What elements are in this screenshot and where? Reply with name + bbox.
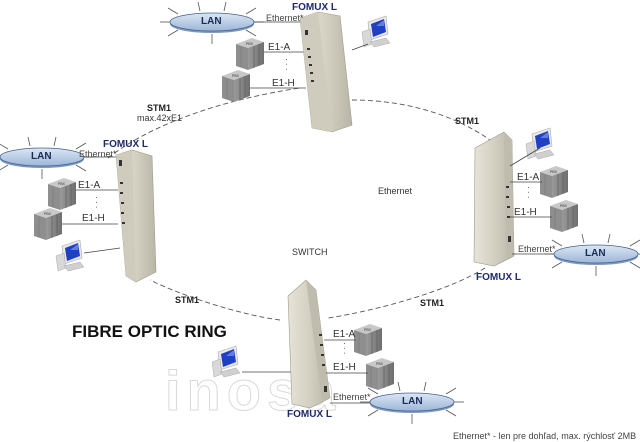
- ethernet-label-right: Ethernet*: [518, 244, 556, 254]
- ethernet-label-left: Ethernet*: [79, 149, 117, 159]
- pc-icon: [211, 345, 241, 378]
- pbx-icon: [235, 37, 265, 71]
- ring-bottom-left: [149, 279, 281, 321]
- dots-left: · · ·: [92, 196, 101, 209]
- ring-right-bottom: [327, 267, 486, 319]
- lan-label-top: LAN: [201, 16, 222, 27]
- node-bottom: [211, 279, 465, 425]
- pbx-icon: [365, 357, 395, 391]
- footnote: Ethernet* - len pre dohľad, max. rýchlos…: [453, 431, 637, 441]
- fomux-label-bottom: FOMUX L: [287, 409, 332, 420]
- ring-top-right: [351, 99, 491, 141]
- fomux-device-right: [473, 131, 515, 267]
- fomux-label-left: FOMUX L: [103, 139, 148, 150]
- fomux-label-top: FOMUX L: [292, 2, 337, 13]
- lan-label-left: LAN: [31, 151, 52, 162]
- pbx-icon: [353, 323, 383, 357]
- node-left: [0, 136, 157, 283]
- stm1-label-bottom-left: STM1: [175, 295, 200, 305]
- center-ethernet-label: Ethernet: [378, 186, 413, 196]
- e1-h-label-right: E1-H: [514, 207, 537, 218]
- ring-top-left: [107, 87, 301, 159]
- center-switch-label: SWITCH: [292, 247, 328, 257]
- stm1-label-bottom-right: STM1: [420, 298, 445, 308]
- e1-h-label-left: E1-H: [82, 213, 105, 224]
- dots-bottom: · · ·: [340, 342, 349, 355]
- pbx-icon: [33, 207, 63, 241]
- pbx-icon: [539, 165, 569, 199]
- e1-h-label-bottom: E1-H: [333, 362, 356, 373]
- pbx-icon: [221, 69, 251, 103]
- fomux-device-top: [299, 11, 353, 133]
- e1-h-label-top: E1-H: [272, 78, 295, 89]
- pc-icon: [525, 127, 555, 160]
- pc-icon: [361, 15, 391, 48]
- stm1-label-top-left: STM1: [147, 103, 172, 113]
- node-top: [159, 1, 391, 133]
- node-right: [473, 127, 640, 277]
- ethernet-label-top: Ethernet*: [266, 13, 304, 23]
- pc-icon: [55, 239, 85, 272]
- e1-a-label-left: E1-A: [78, 180, 101, 191]
- lan-label-bottom: LAN: [402, 396, 423, 407]
- e1-a-label-bottom: E1-A: [333, 329, 356, 340]
- pbx-icon: [47, 177, 77, 211]
- fomux-label-right: FOMUX L: [476, 272, 521, 283]
- dots-top: · · ·: [282, 58, 291, 71]
- pbx-icon: [549, 199, 579, 233]
- dots-right: · · ·: [524, 186, 533, 199]
- e1-a-label-top: E1-A: [268, 42, 291, 53]
- diagram-title: FIBRE OPTIC RING: [72, 322, 227, 341]
- fomux-device-left: [115, 149, 157, 283]
- ethernet-label-bottom: Ethernet*: [333, 392, 371, 402]
- fomux-device-bottom: [287, 279, 331, 409]
- stm1-label-top-right: STM1: [455, 116, 480, 126]
- e1-a-label-right: E1-A: [517, 172, 540, 183]
- stm1-capacity-label: max.42xE1: [137, 113, 183, 123]
- lan-label-right: LAN: [585, 248, 606, 259]
